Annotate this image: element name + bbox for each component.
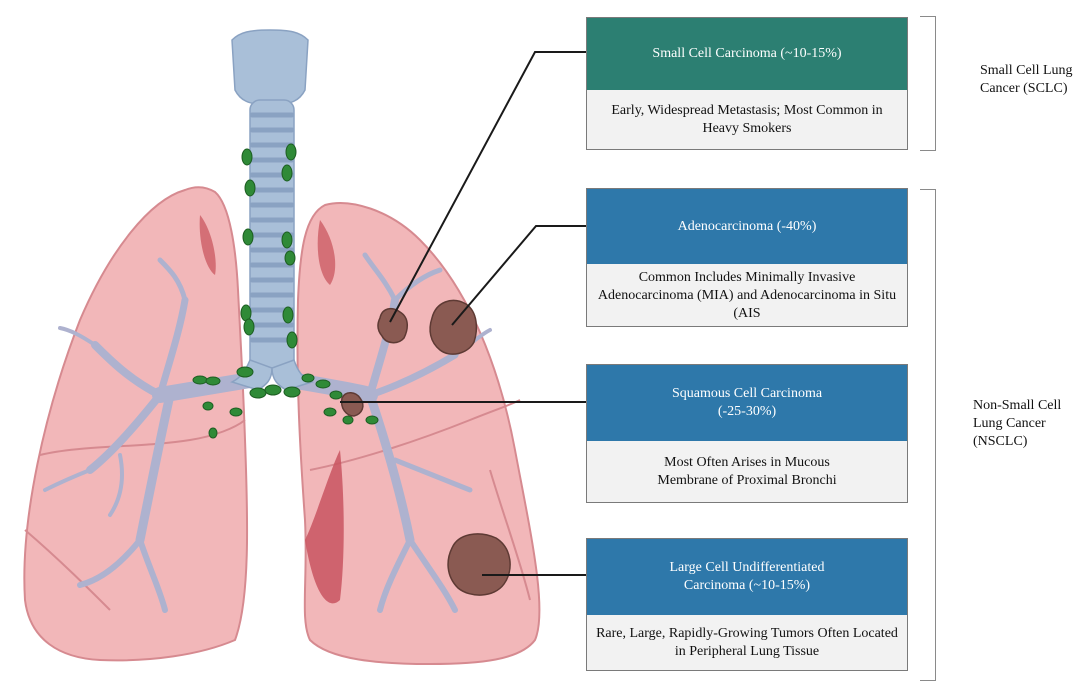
card-body: Rare, Large, Rapidly-Growing Tumors Ofte… <box>587 615 907 671</box>
card-header: Squamous Cell Carcinoma (-25-30%) <box>587 365 907 441</box>
sclc-group-label: Small Cell Lung Cancer (SCLC) <box>980 62 1075 98</box>
tumor-adenocarcinoma <box>430 300 476 354</box>
nsclc-group-label: Non-Small Cell Lung Cancer (NSCLC) <box>973 397 1081 451</box>
card-large-cell-carcinoma: Large Cell Undifferentiated Carcinoma (~… <box>586 538 908 671</box>
card-header: Small Cell Carcinoma (~10-15%) <box>587 18 907 90</box>
card-header-text: Adenocarcinoma (-40%) <box>678 218 817 236</box>
card-body: Early, Widespread Metastasis; Most Commo… <box>587 90 907 150</box>
card-header: Adenocarcinoma (-40%) <box>587 189 907 264</box>
card-body-text: Rare, Large, Rapidly-Growing Tumors Ofte… <box>595 625 899 661</box>
card-small-cell-carcinoma: Small Cell Carcinoma (~10-15%) Early, Wi… <box>586 17 908 150</box>
card-header-text: Small Cell Carcinoma (~10-15%) <box>652 45 841 63</box>
card-header-text: Squamous Cell Carcinoma (-25-30%) <box>657 385 837 421</box>
sclc-bracket <box>920 16 936 151</box>
card-body: Common Includes Minimally Invasive Adeno… <box>587 264 907 327</box>
card-body-text: Common Includes Minimally Invasive Adeno… <box>595 269 899 323</box>
tumor-large-cell <box>448 534 510 595</box>
card-adenocarcinoma: Adenocarcinoma (-40%) Common Includes Mi… <box>586 188 908 327</box>
card-body-text: Most Often Arises in Mucous Membrane of … <box>647 454 847 490</box>
tumor-small-cell <box>378 309 407 343</box>
nsclc-bracket <box>920 189 936 681</box>
card-body-text: Early, Widespread Metastasis; Most Commo… <box>595 102 899 138</box>
card-header-text: Large Cell Undifferentiated Carcinoma (~… <box>657 559 837 595</box>
card-squamous-cell-carcinoma: Squamous Cell Carcinoma (-25-30%) Most O… <box>586 364 908 503</box>
card-header: Large Cell Undifferentiated Carcinoma (~… <box>587 539 907 615</box>
card-body: Most Often Arises in Mucous Membrane of … <box>587 441 907 503</box>
